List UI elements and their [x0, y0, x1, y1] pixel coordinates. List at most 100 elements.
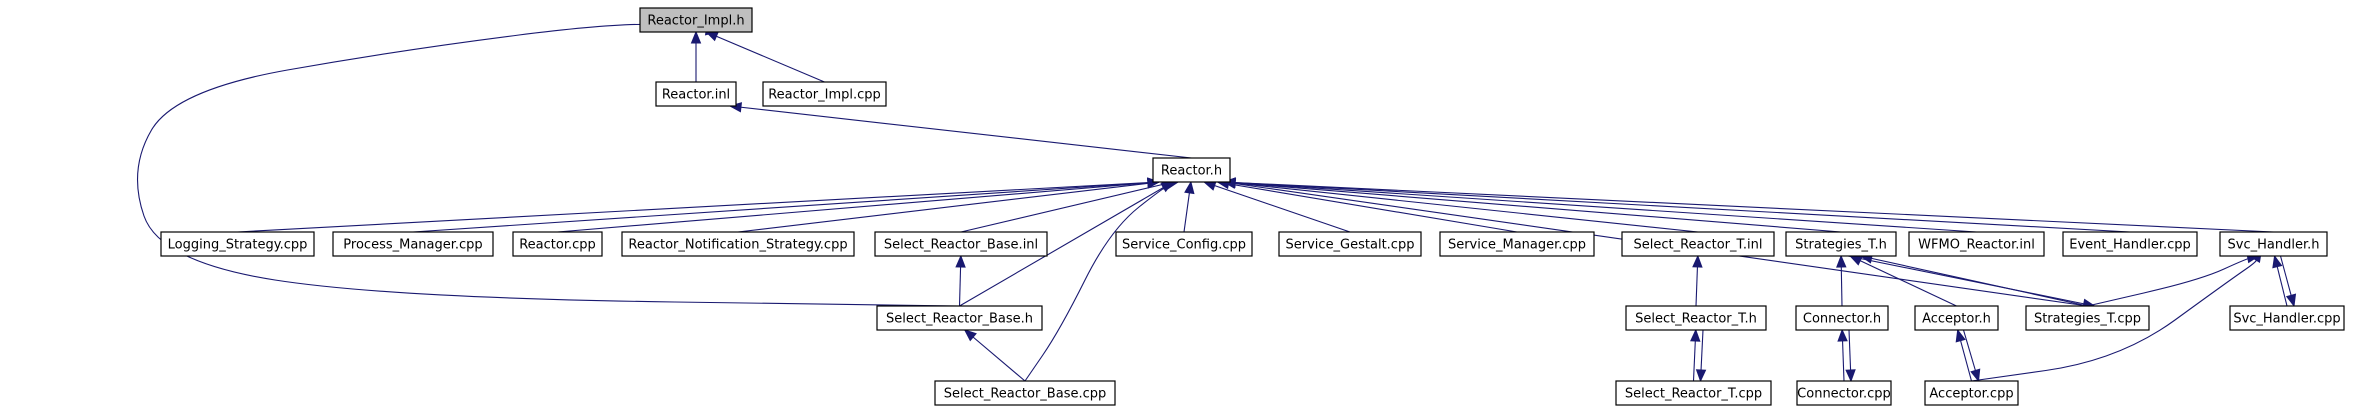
edge-line	[1217, 181, 1518, 233]
node-box	[2062, 231, 2198, 257]
arrowhead	[1955, 328, 1966, 343]
node-label: Select_Reactor_Base.cpp	[944, 387, 1107, 402]
node-box	[160, 231, 315, 257]
edge-line	[1223, 181, 1977, 233]
node-select-reactor-t-inl[interactable]: Select_Reactor_T.inl	[1621, 231, 1775, 257]
node-acceptor-cpp[interactable]: Acceptor.cpp	[1924, 380, 2019, 406]
node-svc-handler-h[interactable]: Svc_Handler.h	[2219, 231, 2328, 257]
node-process-manager-cpp[interactable]: Process_Manager.cpp	[332, 231, 494, 257]
arrowhead	[2272, 254, 2283, 269]
node-connector-h[interactable]: Connector.h	[1795, 305, 1889, 331]
node-select-reactor-base-cpp[interactable]: Select_Reactor_Base.cpp	[934, 380, 1116, 406]
edge-line	[1223, 181, 1699, 233]
edge-acceptor-cpp-to-acceptor-h	[1955, 328, 1973, 382]
edge-connector-cpp-to-connector-h	[1837, 328, 1848, 382]
node-box	[2229, 305, 2345, 331]
edge-select-reactor-t-h-to-select-reactor-t-cpp	[1695, 329, 1707, 383]
edge-reactor-impl-cpp-to-reactor-impl-h	[705, 31, 825, 83]
node-box	[332, 231, 494, 257]
edge-connector-h-to-strategies-t-h	[1836, 254, 1847, 307]
edges-layer	[136, 23, 2297, 383]
node-label: Select_Reactor_Base.h	[886, 312, 1033, 327]
node-label: Acceptor.cpp	[1929, 387, 2013, 402]
node-label: Select_Reactor_T.inl	[1633, 238, 1762, 253]
node-box	[1914, 305, 1999, 331]
node-service-gestalt-cpp[interactable]: Service_Gestalt.cpp	[1278, 231, 1422, 257]
node-label: Logging_Strategy.cpp	[168, 238, 308, 253]
node-connector-cpp[interactable]: Connector.cpp	[1796, 380, 1892, 406]
node-select-reactor-base-inl[interactable]: Select_Reactor_Base.inl	[874, 231, 1048, 257]
node-box	[762, 81, 887, 107]
node-box	[2219, 231, 2328, 257]
arrowhead	[1845, 369, 1856, 383]
node-box	[874, 231, 1048, 257]
node-box	[655, 81, 737, 107]
node-reactor-notification-strategy-cpp[interactable]: Reactor_Notification_Strategy.cpp	[621, 231, 855, 257]
node-select-reactor-base-h[interactable]: Select_Reactor_Base.h	[876, 305, 1043, 331]
node-box	[1278, 231, 1422, 257]
arrowhead	[963, 329, 977, 342]
edge-line	[729, 105, 1192, 159]
edge-event-handler-cpp-to-reactor-h	[1222, 177, 2131, 233]
node-box	[1115, 231, 1253, 257]
node-box	[1615, 380, 1772, 406]
node-service-manager-cpp[interactable]: Service_Manager.cpp	[1439, 231, 1595, 257]
node-label: WFMO_Reactor.inl	[1918, 238, 2035, 253]
edge-select-reactor-base-h-to-select-reactor-base-inl	[955, 254, 966, 307]
node-box	[1924, 380, 2019, 406]
node-label: Select_Reactor_T.cpp	[1625, 387, 1762, 402]
edge-line	[960, 181, 1174, 233]
edge-line	[237, 181, 1160, 233]
edge-strategies-t-cpp-to-svc-handler-h	[2087, 252, 2260, 307]
arrowhead	[1695, 369, 1707, 383]
node-label: Strategies_T.cpp	[2034, 312, 2141, 327]
edge-line	[1024, 181, 1179, 382]
edge-line	[1850, 255, 1957, 307]
edge-acceptor-h-to-strategies-t-h	[1849, 255, 1957, 307]
edge-line	[959, 181, 1174, 307]
edge-line	[1223, 181, 2274, 233]
node-svc-handler-cpp[interactable]: Svc_Handler.cpp	[2229, 305, 2345, 331]
node-reactor-h[interactable]: Reactor.h	[1152, 157, 1231, 183]
node-box	[1908, 231, 2045, 257]
edge-service-config-cpp-to-reactor-h	[1183, 180, 1195, 233]
edge-line	[1860, 255, 2088, 307]
edge-select-reactor-base-cpp-to-select-reactor-base-h	[963, 329, 1026, 382]
node-box	[621, 231, 855, 257]
node-reactor-impl-h[interactable]: Reactor_Impl.h	[639, 7, 753, 33]
node-box	[1795, 305, 1889, 331]
node-select-reactor-t-h[interactable]: Select_Reactor_T.h	[1625, 305, 1767, 331]
edge-select-reactor-base-h-to-reactor-impl-h	[136, 23, 960, 307]
node-box	[1625, 305, 1767, 331]
node-reactor-impl-cpp[interactable]: Reactor_Impl.cpp	[762, 81, 887, 107]
node-label: Strategies_T.h	[1795, 238, 1887, 253]
node-label: Reactor.h	[1161, 164, 1222, 179]
node-event-handler-cpp[interactable]: Event_Handler.cpp	[2062, 231, 2198, 257]
node-label: Select_Reactor_T.h	[1635, 312, 1757, 327]
node-strategies-t-cpp[interactable]: Strategies_T.cpp	[2025, 305, 2150, 331]
node-label: Process_Manager.cpp	[343, 238, 482, 253]
node-acceptor-h[interactable]: Acceptor.h	[1914, 305, 1999, 331]
arrowhead	[1184, 180, 1195, 195]
edge-line	[1204, 181, 1351, 233]
edge-select-reactor-base-cpp-to-reactor-h	[1024, 179, 1180, 382]
arrowhead	[1692, 254, 1703, 268]
node-logging-strategy-cpp[interactable]: Logging_Strategy.cpp	[160, 231, 315, 257]
edge-reactor-h-to-reactor-inl	[728, 102, 1192, 159]
edge-line	[964, 329, 1026, 382]
node-box	[1785, 231, 1897, 257]
edge-line	[2087, 255, 2259, 307]
arrowhead	[1837, 328, 1848, 342]
node-strategies-t-h[interactable]: Strategies_T.h	[1785, 231, 1897, 257]
node-reactor-cpp[interactable]: Reactor.cpp	[512, 231, 603, 257]
edge-connector-h-to-connector-cpp	[1845, 329, 1856, 383]
edge-line	[412, 181, 1160, 233]
node-wfmo-reactor-inl[interactable]: WFMO_Reactor.inl	[1908, 231, 2045, 257]
edge-process-manager-cpp-to-reactor-h	[412, 177, 1161, 233]
node-label: Service_Gestalt.cpp	[1286, 238, 1415, 253]
node-select-reactor-t-cpp[interactable]: Select_Reactor_T.cpp	[1615, 380, 1772, 406]
node-reactor-inl[interactable]: Reactor.inl	[655, 81, 737, 107]
node-box	[1796, 380, 1892, 406]
node-service-config-cpp[interactable]: Service_Config.cpp	[1115, 231, 1253, 257]
